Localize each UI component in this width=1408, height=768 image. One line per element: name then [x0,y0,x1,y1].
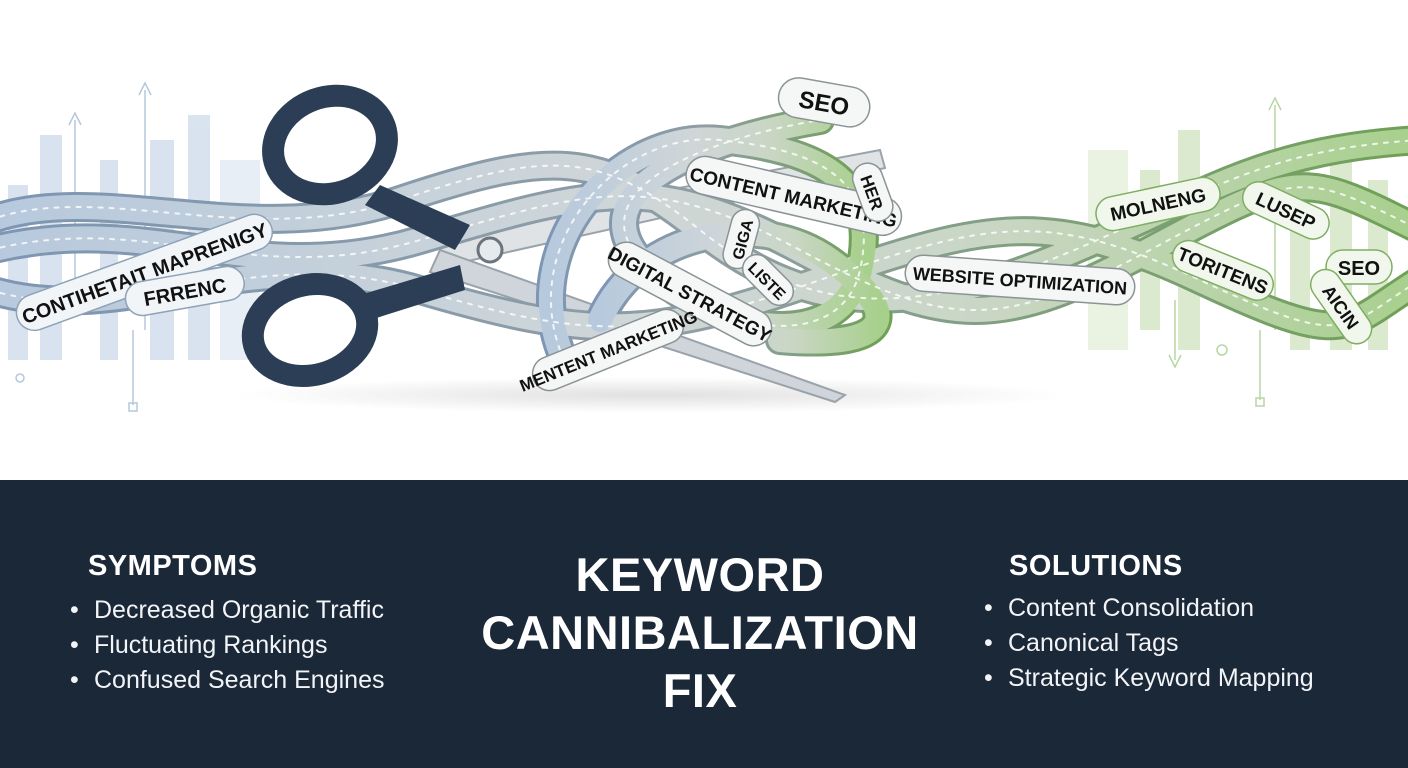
title-line: CANNIBALIZATION [481,606,919,659]
symptoms-heading: SYMPTOMS [88,550,258,582]
solutions-list: Content Consolidation Canonical Tags Str… [982,591,1314,696]
list-item: Decreased Organic Traffic [68,593,384,628]
rope-label-5: HER [851,162,894,223]
list-item: Fluctuating Rankings [68,628,384,663]
symptoms-list: Decreased Organic Traffic Fluctuating Ra… [68,593,384,698]
list-item: Content Consolidation [982,591,1314,626]
scissors-icon [241,84,504,387]
list-item: Strategic Keyword Mapping [982,661,1314,696]
rope-label-10: WEBSITE OPTIMIZATION [904,254,1136,306]
rope-label-3: SEO [777,77,871,128]
info-panel: SYMPTOMS Decreased Organic Traffic Fluct… [0,480,1408,768]
solutions-section: SOLUTIONS Content Consolidation Canonica… [982,550,1314,696]
solutions-heading: SOLUTIONS [1009,550,1183,582]
rope-illustration: CONTIHETAIT MAPRENIGY FRRENC SEO CONTENT… [0,77,1408,413]
symptoms-section: SYMPTOMS Decreased Organic Traffic Fluct… [68,550,384,698]
title-line: KEYWORD [575,548,825,601]
page-title: KEYWORD CANNIBALIZATION FIX [450,546,950,720]
svg-text:SEO: SEO [1338,258,1380,280]
hero-illustration: CONTIHETAIT MAPRENIGY FRRENC SEO CONTENT… [0,77,1408,413]
list-item: Canonical Tags [982,626,1314,661]
rope-label-14: SEO [1325,249,1393,285]
list-item: Confused Search Engines [68,663,384,698]
title-line: FIX [662,664,738,717]
